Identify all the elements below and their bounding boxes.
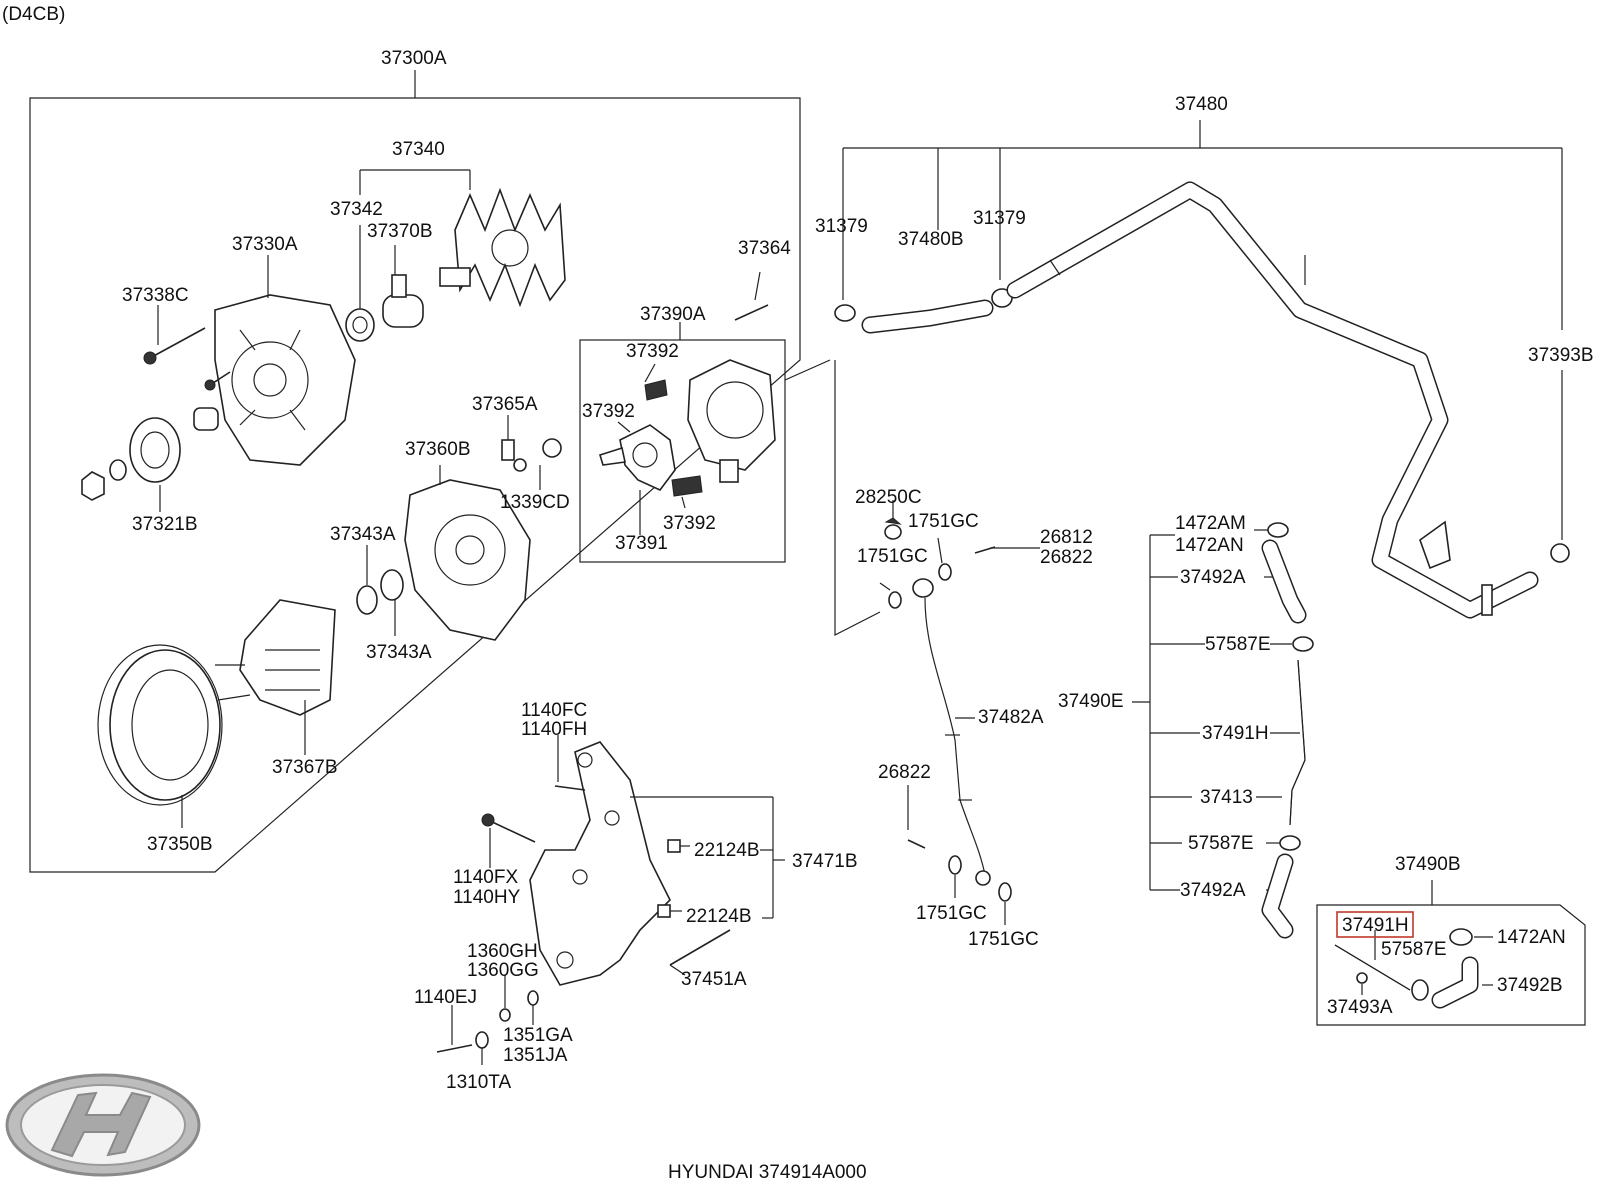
label-37392-bot: 37392	[663, 513, 716, 534]
label-37360b: 37360B	[405, 439, 471, 460]
label-37367b: 37367B	[272, 757, 338, 778]
label-37490e: 37490E	[1058, 691, 1124, 712]
label-31379-left: 31379	[815, 216, 868, 237]
rear-housing-part	[404, 465, 531, 641]
alternator-group	[29, 70, 831, 873]
label-37364: 37364	[738, 238, 791, 259]
label-37342: 37342	[330, 199, 383, 220]
label-1751gc-b: 1751GC	[857, 546, 928, 567]
label-37300a: 37300A	[381, 48, 447, 69]
label-1472an-a: 1472AN	[1175, 535, 1244, 556]
label-37491h-box: 37491H	[1342, 915, 1409, 936]
label-37413: 37413	[1200, 787, 1253, 808]
label-1140fc: 1140FC	[521, 700, 587, 721]
label-37492a-bot: 37492A	[1180, 880, 1246, 901]
bearing-part	[345, 274, 424, 342]
label-37471b: 37471B	[792, 851, 858, 872]
label-37480: 37480	[1175, 94, 1228, 115]
bracket-group	[436, 735, 785, 1065]
label-37492b: 37492B	[1497, 975, 1563, 996]
label-37490b: 37490B	[1395, 854, 1461, 875]
label-37330a: 37330A	[232, 234, 298, 255]
label-37492a-top: 37492A	[1180, 567, 1246, 588]
label-28250c: 28250C	[855, 487, 922, 508]
label-1751gc-d: 1751GC	[968, 929, 1039, 950]
rotor-part	[439, 187, 566, 308]
label-1140fh: 1140FH	[521, 719, 587, 740]
label-37393b: 37393B	[1528, 345, 1594, 366]
label-1360gh: 1360GH	[467, 941, 538, 962]
label-37343a-top: 37343A	[330, 524, 396, 545]
regulator-part	[599, 359, 776, 535]
label-37340: 37340	[392, 139, 445, 160]
label-26822-a: 26822	[1040, 547, 1093, 568]
vacuum-pipe-group	[834, 120, 1570, 619]
pulley-part	[81, 407, 219, 512]
label-37350b: 37350B	[147, 834, 213, 855]
label-37392-mid: 37392	[582, 401, 635, 422]
label-1140ej: 1140EJ	[414, 987, 477, 1008]
label-1351ja: 1351JA	[503, 1045, 568, 1066]
label-1140fx: 1140FX	[453, 867, 518, 888]
label-37390a: 37390A	[640, 304, 706, 325]
label-22124b-a: 22124B	[694, 840, 760, 861]
brand-part-number: HYUNDAI 374914A000	[668, 1162, 867, 1183]
label-37482a: 37482A	[978, 707, 1044, 728]
bolt-37338c	[143, 305, 231, 391]
label-57587e-box: 57587E	[1381, 939, 1447, 960]
label-1472am: 1472AM	[1175, 513, 1246, 534]
label-37491h-main: 37491H	[1202, 723, 1269, 744]
label-37451a: 37451A	[681, 969, 747, 990]
label-37391: 37391	[615, 533, 668, 554]
inset-37490b	[1316, 880, 1586, 1026]
label-1310ta: 1310TA	[446, 1072, 511, 1093]
label-1339cd: 1339CD	[500, 492, 570, 513]
label-37480b: 37480B	[898, 229, 964, 250]
label-1751gc-a: 1751GC	[908, 511, 979, 532]
label-37493a: 37493A	[1327, 997, 1393, 1018]
label-1140hy: 1140HY	[453, 887, 521, 908]
label-26812: 26812	[1040, 527, 1093, 548]
label-57587e-mid: 57587E	[1188, 833, 1254, 854]
label-1351ga: 1351GA	[503, 1025, 573, 1046]
water-hose-group	[1132, 522, 1314, 939]
stator-part	[97, 644, 251, 828]
label-1360gg: 1360GG	[467, 960, 539, 981]
label-37338c: 37338C	[122, 285, 189, 306]
label-37365a: 37365A	[472, 394, 538, 415]
rectifier-part	[239, 599, 336, 755]
part-labels: 37300A 37340 37342 37370B 37330A 37338C …	[122, 48, 1594, 1093]
label-37343a-bot: 37343A	[366, 642, 432, 663]
engine-code: (D4CB)	[2, 4, 65, 25]
label-37392-top: 37392	[626, 341, 679, 362]
label-1472an-b: 1472AN	[1497, 927, 1566, 948]
oil-line-group	[834, 360, 1040, 925]
label-57587e-top: 57587E	[1205, 634, 1271, 655]
front-housing-part	[214, 255, 356, 466]
label-37370b: 37370B	[367, 221, 433, 242]
terminal-part	[501, 415, 562, 490]
label-26822-b: 26822	[878, 762, 931, 783]
label-22124b-b: 22124B	[686, 906, 752, 927]
label-31379-right: 31379	[973, 208, 1026, 229]
label-37321b: 37321B	[132, 514, 198, 535]
label-1751gc-c: 1751GC	[916, 903, 987, 924]
hyundai-logo	[5, 1073, 201, 1177]
